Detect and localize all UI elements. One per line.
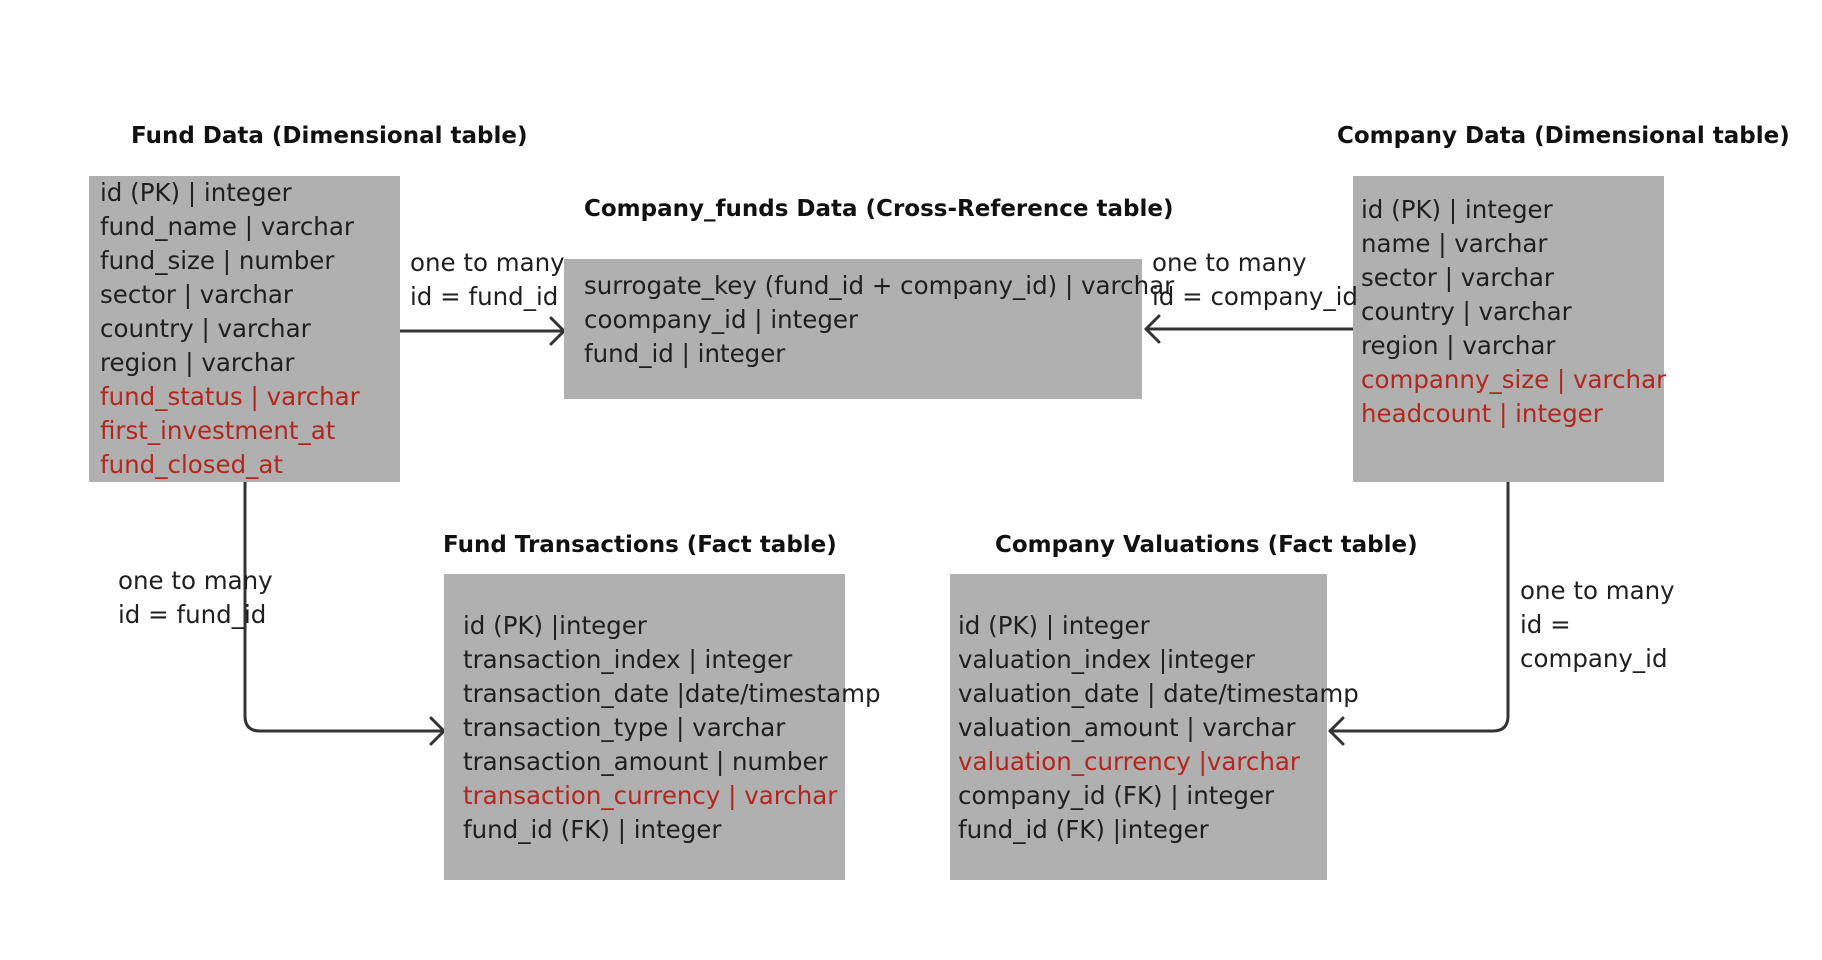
cardinality-label: one to many [410,248,565,277]
transaction-field: id (PK) |integer [463,611,647,640]
valuation-field: id (PK) | integer [958,611,1150,640]
transaction-field: fund_id (FK) | integer [463,815,722,844]
company-field: id (PK) | integer [1361,195,1553,224]
cardinality-label: one to many [1152,248,1307,277]
fund-field-new: fund_closed_at [100,450,284,479]
fund-to-transactions-label: one to many id = fund_id [118,564,273,632]
company-field: country | varchar [1361,297,1572,326]
transaction-field: transaction_amount | number [463,747,828,776]
transaction-field: transaction_type | varchar [463,713,786,742]
company-data-table: id (PK) | integer name | varchar sector … [1353,176,1667,482]
fund-field-new: fund_status | varchar [100,382,360,411]
valuation-field: valuation_amount | varchar [958,713,1296,742]
fund-field: region | varchar [100,348,295,377]
company-valuations-table: id (PK) | integer valuation_index |integ… [950,574,1359,880]
valuation-field: company_id (FK) | integer [958,781,1275,810]
valuation-field: valuation_date | date/timestamp [958,679,1359,708]
fund-field: id (PK) | integer [100,178,292,207]
company-field: region | varchar [1361,331,1556,360]
cardinality-label: one to many [1520,576,1675,605]
fund-field: fund_name | varchar [100,212,354,241]
join-key-label: id = fund_id [118,600,267,629]
transaction-field: transaction_date |date/timestamp [463,679,881,708]
fund-field: fund_size | number [100,246,335,275]
cardinality-label: one to many [118,566,273,595]
company-funds-field: coompany_id | integer [584,305,859,334]
arrowhead-company-to-valuations [1328,716,1345,746]
company-to-valuations-label: one to many id = company_id [1520,574,1675,676]
company-funds-table: surrogate_key (fund_id + company_id) | v… [564,259,1174,399]
company-field: sector | varchar [1361,263,1554,292]
fund-field-new: first_investment_at [100,416,336,445]
arrowhead-company-to-company-funds [1144,314,1161,344]
fund-data-table: id (PK) | integer fund_name | varchar fu… [89,176,400,482]
transaction-field: transaction_index | integer [463,645,793,674]
company-funds-title: Company_funds Data (Cross-Reference tabl… [584,196,1174,222]
company-valuations-title: Company Valuations (Fact table) [995,532,1418,558]
fund-transactions-title: Fund Transactions (Fact table) [443,532,837,558]
valuation-field: valuation_index |integer [958,645,1255,674]
company-data-title: Company Data (Dimensional table) [1337,123,1790,149]
arrow-fund-to-transactions [243,480,446,733]
company-to-company-funds-label: one to many id = company_id [1152,246,1358,314]
join-key-label: id = fund_id [410,282,559,311]
fund-field: country | varchar [100,314,311,343]
valuation-field-new: valuation_currency |varchar [958,747,1300,776]
company-field: name | varchar [1361,229,1548,258]
fund-field: sector | varchar [100,280,293,309]
arrow-company-to-valuations [1328,480,1510,733]
join-key-label: id = company_id [1152,282,1358,311]
company-field-new: headcount | integer [1361,399,1603,428]
join-key-label-cont: company_id [1520,644,1668,673]
join-key-label: id = [1520,610,1571,639]
fund-transactions-table: id (PK) |integer transaction_index | int… [444,574,881,880]
transaction-field-new: transaction_currency | varchar [463,781,838,810]
valuation-field: fund_id (FK) |integer [958,815,1209,844]
company-funds-field: surrogate_key (fund_id + company_id) | v… [584,271,1175,300]
fund-to-company-funds-label: one to many id = fund_id [410,246,565,314]
company-field-new: companny_size | varchar [1361,365,1667,394]
fund-data-title: Fund Data (Dimensional table) [131,123,528,149]
company-funds-field: fund_id | integer [584,339,786,368]
